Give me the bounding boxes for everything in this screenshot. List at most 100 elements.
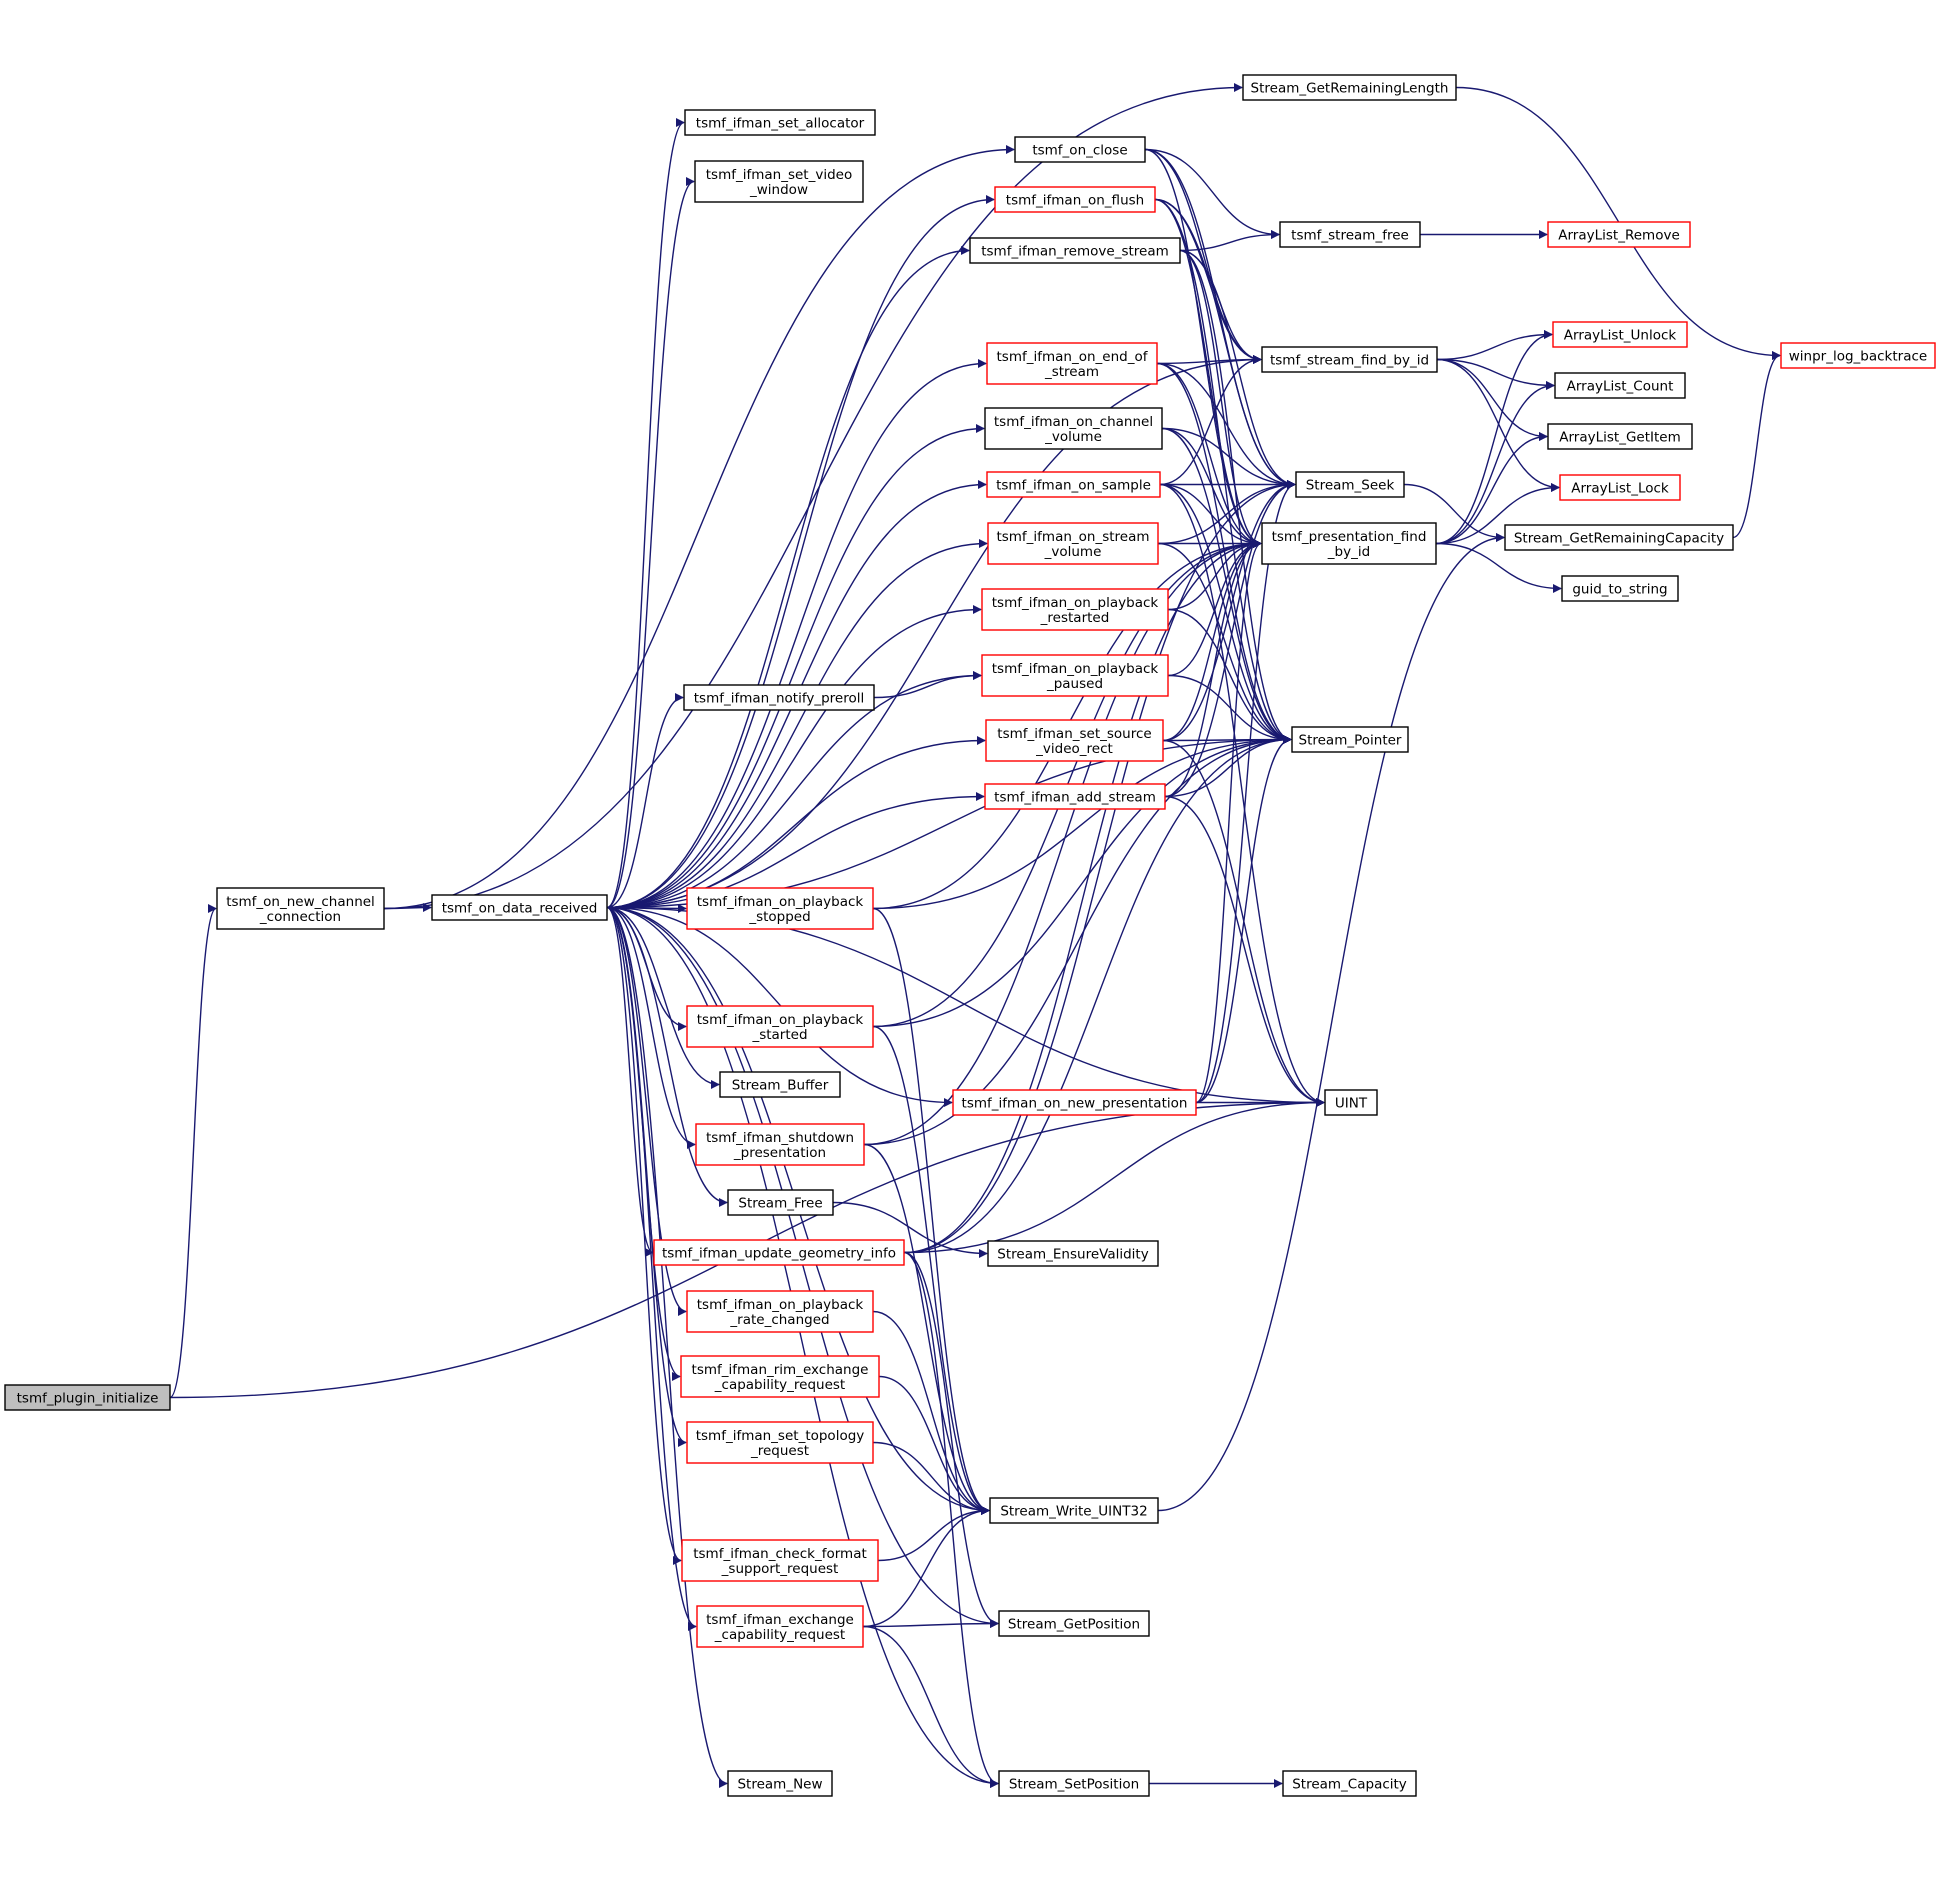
node-label: tsmf_ifman_notify_preroll bbox=[694, 691, 864, 707]
node-box bbox=[1559, 474, 1681, 501]
node-label: tsmf_stream_find_by_id bbox=[1270, 353, 1429, 369]
node-box bbox=[1552, 321, 1688, 348]
call-edge bbox=[169, 904, 217, 1399]
node-label: ArrayList_Lock bbox=[1571, 481, 1669, 497]
function-node-stream-get-remaining-length[interactable]: Stream_GetRemainingLength bbox=[1242, 74, 1457, 101]
call-edge bbox=[606, 906, 728, 1207]
call-edge bbox=[903, 1098, 1325, 1254]
call-edge bbox=[872, 735, 1292, 1028]
node-label: tsmf_on_close bbox=[1032, 143, 1127, 159]
call-edge bbox=[1732, 351, 1781, 539]
node-box bbox=[1261, 522, 1437, 565]
node-box bbox=[985, 719, 1164, 762]
node-label: _video_rect bbox=[1035, 741, 1113, 757]
function-node-stream-set-position[interactable]: Stream_SetPosition bbox=[998, 1770, 1150, 1797]
function-node-stream-find-by-id[interactable]: tsmf_stream_find_by_id bbox=[1261, 346, 1438, 373]
call-edge bbox=[1164, 735, 1292, 798]
function-node-stream-get-remaining-capacity[interactable]: Stream_GetRemainingCapacity bbox=[1504, 524, 1734, 551]
function-node-stream-seek[interactable]: Stream_Seek bbox=[1295, 471, 1405, 498]
node-box bbox=[1561, 575, 1679, 602]
function-node-stream-free-fn[interactable]: Stream_Free bbox=[727, 1189, 834, 1216]
call-edge bbox=[1179, 249, 1262, 548]
function-node-uint[interactable]: UINT bbox=[1324, 1089, 1378, 1116]
node-label: _presentation bbox=[733, 1145, 826, 1161]
call-edge bbox=[1161, 427, 1262, 548]
function-node-on-channel-volume[interactable]: tsmf_ifman_on_channel_volume bbox=[984, 407, 1163, 450]
function-node-remove-stream[interactable]: tsmf_ifman_remove_stream bbox=[969, 237, 1181, 264]
function-node-set-topology[interactable]: tsmf_ifman_set_topology_request bbox=[686, 1421, 874, 1464]
call-edge bbox=[606, 906, 696, 1149]
function-node-set-allocator[interactable]: tsmf_ifman_set_allocator bbox=[684, 109, 876, 136]
call-edge bbox=[1167, 608, 1292, 744]
function-node-shutdown-presentation[interactable]: tsmf_ifman_shutdown_presentation bbox=[695, 1123, 865, 1166]
call-edge bbox=[872, 907, 990, 1515]
node-box bbox=[686, 1290, 874, 1333]
node-label: tsmf_ifman_add_stream bbox=[994, 790, 1156, 806]
node-label: ArrayList_Unlock bbox=[1564, 328, 1677, 344]
function-node-on-stream-volume[interactable]: tsmf_ifman_on_stream_volume bbox=[987, 522, 1159, 565]
function-node-arraylist-lock[interactable]: ArrayList_Lock bbox=[1559, 474, 1681, 501]
function-node-stream-ensure-validity[interactable]: Stream_EnsureValidity bbox=[987, 1240, 1159, 1267]
call-edge bbox=[872, 1441, 990, 1515]
function-node-on-playback-stopped[interactable]: tsmf_ifman_on_playback_stopped bbox=[686, 887, 874, 930]
function-node-on-playback-restarted[interactable]: tsmf_ifman_on_playback_restarted bbox=[981, 588, 1169, 631]
function-node-on-close[interactable]: tsmf_on_close bbox=[1014, 136, 1146, 163]
function-node-on-sample[interactable]: tsmf_ifman_on_sample bbox=[986, 471, 1161, 498]
node-label: tsmf_ifman_remove_stream bbox=[981, 244, 1169, 260]
function-node-on-end-of-stream[interactable]: tsmf_ifman_on_end_of_stream bbox=[986, 342, 1158, 385]
function-node-data-received[interactable]: tsmf_on_data_received bbox=[431, 894, 608, 921]
call-edge bbox=[606, 792, 985, 909]
node-box bbox=[686, 1005, 874, 1048]
call-edge bbox=[862, 1625, 999, 1788]
node-box bbox=[1282, 1770, 1417, 1797]
function-node-stream-pointer[interactable]: Stream_Pointer bbox=[1291, 726, 1409, 753]
node-label: _volume bbox=[1044, 429, 1102, 445]
function-node-presentation-find-by-id[interactable]: tsmf_presentation_find_by_id bbox=[1261, 522, 1437, 565]
function-node-stream-new[interactable]: Stream_New bbox=[727, 1770, 833, 1797]
node-label: Stream_Write_UINT32 bbox=[1000, 1504, 1147, 1520]
node-label: ArrayList_Remove bbox=[1558, 228, 1680, 244]
function-node-on-playback-rate-changed[interactable]: tsmf_ifman_on_playback_rate_changed bbox=[686, 1290, 874, 1333]
call-edge bbox=[606, 539, 988, 909]
function-node-set-video-window[interactable]: tsmf_ifman_set_video_window bbox=[694, 160, 864, 203]
function-node-notify-preroll[interactable]: tsmf_ifman_notify_preroll bbox=[683, 684, 875, 711]
function-node-exchange-cap[interactable]: tsmf_ifman_exchange_capability_request bbox=[696, 1605, 864, 1648]
function-node-plugin-init[interactable]: tsmf_plugin_initialize bbox=[4, 1384, 171, 1411]
function-node-stream-write-uint32[interactable]: Stream_Write_UINT32 bbox=[989, 1497, 1159, 1524]
function-node-on-playback-started[interactable]: tsmf_ifman_on_playback_started bbox=[686, 1005, 874, 1048]
function-node-update-geometry-info[interactable]: tsmf_ifman_update_geometry_info bbox=[653, 1239, 905, 1266]
function-node-arraylist-getitem[interactable]: ArrayList_GetItem bbox=[1547, 423, 1693, 450]
function-node-on-new-presentation[interactable]: tsmf_ifman_on_new_presentation bbox=[952, 1089, 1197, 1116]
function-node-stream-buffer[interactable]: Stream_Buffer bbox=[719, 1071, 841, 1098]
call-edge bbox=[1195, 480, 1296, 1104]
node-label: _window bbox=[749, 182, 808, 198]
function-node-tsmf-stream-free[interactable]: tsmf_stream_free bbox=[1279, 221, 1421, 248]
node-label: tsmf_ifman_set_allocator bbox=[696, 116, 865, 132]
function-node-arraylist-unlock[interactable]: ArrayList_Unlock bbox=[1552, 321, 1688, 348]
function-node-on-playback-paused[interactable]: tsmf_ifman_on_playback_paused bbox=[981, 654, 1169, 697]
call-edge bbox=[1435, 330, 1553, 545]
node-label: _volume bbox=[1044, 544, 1102, 560]
node-label: _started bbox=[751, 1027, 807, 1043]
call-edge bbox=[1159, 483, 1262, 548]
function-node-guid-to-string[interactable]: guid_to_string bbox=[1561, 575, 1679, 602]
call-edge bbox=[863, 1143, 990, 1515]
node-label: tsmf_ifman_shutdown bbox=[706, 1130, 854, 1146]
node-box bbox=[1780, 342, 1936, 369]
function-node-on-flush[interactable]: tsmf_ifman_on_flush bbox=[994, 186, 1156, 213]
function-node-stream-get-position[interactable]: Stream_GetPosition bbox=[998, 1610, 1150, 1637]
function-node-rim-exchange-cap[interactable]: tsmf_ifman_rim_exchange_capability_reque… bbox=[680, 1355, 880, 1398]
call-edge bbox=[606, 693, 684, 909]
function-node-check-format-support[interactable]: tsmf_ifman_check_format_support_request bbox=[681, 1539, 879, 1582]
node-box bbox=[981, 588, 1169, 631]
function-node-arraylist-count[interactable]: ArrayList_Count bbox=[1554, 372, 1686, 399]
node-box bbox=[994, 186, 1156, 213]
function-node-stream-capacity[interactable]: Stream_Capacity bbox=[1282, 1770, 1417, 1797]
call-edge bbox=[1167, 539, 1262, 677]
function-node-winpr-log-backtrace[interactable]: winpr_log_backtrace bbox=[1780, 342, 1936, 369]
function-node-arraylist-remove[interactable]: ArrayList_Remove bbox=[1547, 221, 1691, 248]
node-box bbox=[987, 1240, 1159, 1267]
function-node-add-stream[interactable]: tsmf_ifman_add_stream bbox=[984, 783, 1166, 810]
function-node-set-source-video-rect[interactable]: tsmf_ifman_set_source_video_rect bbox=[985, 719, 1164, 762]
function-node-new-channel-conn[interactable]: tsmf_on_new_channel_connection bbox=[216, 887, 385, 930]
